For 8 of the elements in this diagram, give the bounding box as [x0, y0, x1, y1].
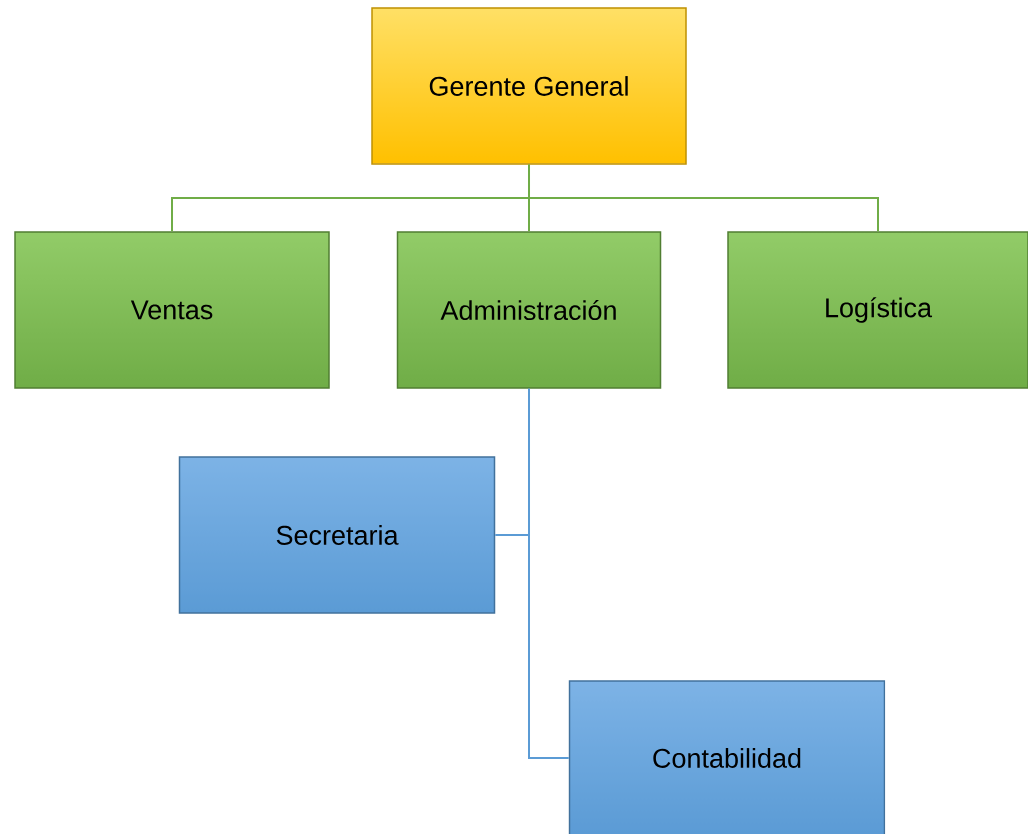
org-box: Secretaria	[178, 456, 496, 614]
org-box: Administración	[396, 231, 662, 389]
org-box: Logística	[727, 231, 1028, 389]
connector-line	[528, 387, 570, 759]
org-box: Contabilidad	[568, 680, 886, 834]
org-box: Gerente General	[371, 7, 687, 165]
org-box: Ventas	[14, 231, 330, 389]
connector-line	[528, 163, 879, 233]
